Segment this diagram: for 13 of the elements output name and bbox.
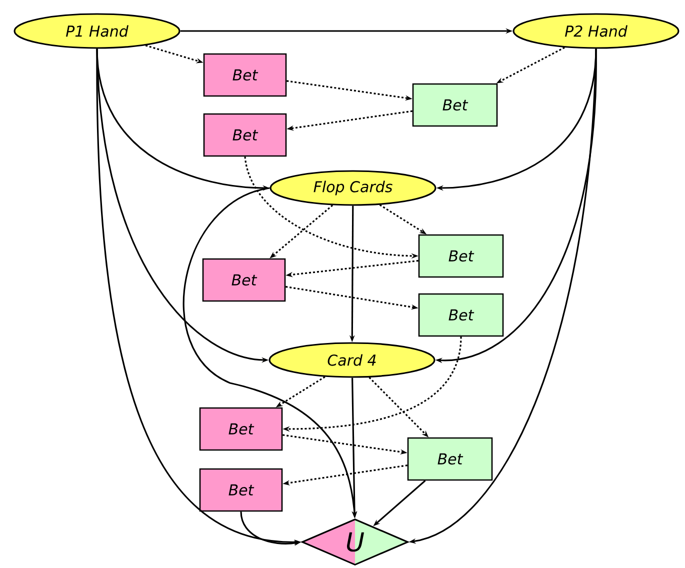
ellipse-node: P1 Hand — [14, 13, 180, 49]
ellipse-node: Flop Cards — [270, 170, 436, 206]
decision-box: Bet — [407, 437, 493, 481]
ellipse-node: Card 4 — [268, 342, 436, 378]
decision-box: Bet — [418, 234, 504, 278]
decision-box: Bet — [199, 468, 283, 512]
decision-box: Bet — [418, 293, 504, 337]
ellipse-node: P2 Hand — [512, 13, 680, 49]
decision-box: Bet — [203, 53, 287, 97]
decision-box: Bet — [203, 113, 287, 157]
decision-box: Bet — [202, 258, 286, 302]
decision-box: Bet — [412, 83, 498, 127]
decision-box: Bet — [199, 407, 283, 451]
